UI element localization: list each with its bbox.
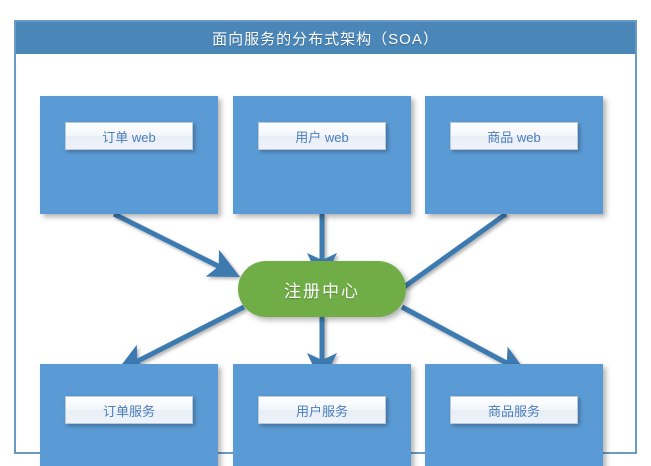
- node-product-web[interactable]: 商品 web: [425, 96, 603, 214]
- diagram-canvas: 订单 web 用户 web 商品 web 注册中心 订单服务 用户服务 商品服务: [16, 54, 635, 466]
- page-title: 面向服务的分布式架构（SOA）: [16, 22, 635, 54]
- node-order-web-label: 订单 web: [65, 122, 193, 150]
- node-registry-center[interactable]: 注册中心: [238, 261, 406, 317]
- node-order-service[interactable]: 订单服务: [40, 364, 218, 466]
- node-user-web-label: 用户 web: [258, 122, 386, 150]
- node-product-web-label: 商品 web: [450, 122, 578, 150]
- connector-product-web-to-registry: [402, 211, 508, 290]
- connector-registry-to-order-service: [115, 304, 246, 373]
- node-order-service-label: 订单服务: [65, 396, 193, 424]
- connector-registry-to-product-service: [400, 304, 528, 375]
- node-user-web[interactable]: 用户 web: [233, 96, 411, 214]
- connector-order-web-to-registry: [112, 211, 241, 278]
- node-product-service-label: 商品服务: [450, 396, 578, 424]
- diagram-panel: 面向服务的分布式架构（SOA）: [14, 20, 637, 466]
- node-user-service[interactable]: 用户服务: [233, 364, 411, 466]
- node-user-service-label: 用户服务: [258, 396, 386, 424]
- node-order-web[interactable]: 订单 web: [40, 96, 218, 214]
- node-product-service[interactable]: 商品服务: [425, 364, 603, 466]
- node-registry-label: 注册中心: [284, 281, 360, 301]
